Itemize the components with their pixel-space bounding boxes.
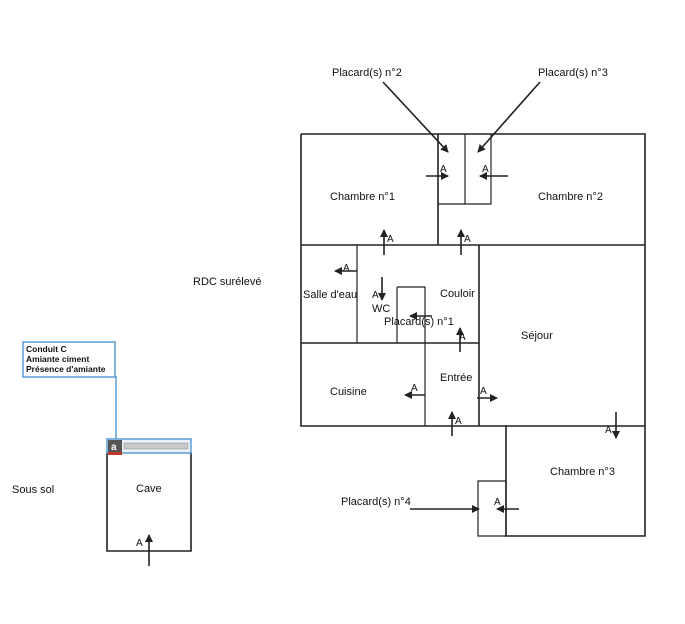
svg-text:A: A	[136, 538, 143, 549]
floor-label-rdc: RDC surélevé	[193, 276, 261, 288]
floor-label-sous-sol: Sous sol	[12, 484, 54, 496]
room-cave: Cave	[136, 483, 162, 495]
room-couloir: Couloir	[440, 288, 475, 300]
svg-text:A: A	[605, 425, 612, 436]
ground-floor-walls	[300, 133, 646, 537]
svg-text:A: A	[387, 234, 394, 245]
svg-text:A: A	[455, 416, 462, 427]
svg-text:A: A	[372, 290, 379, 301]
svg-text:A: A	[459, 332, 466, 343]
asbestos-note-line-2: Amiante ciment	[26, 354, 89, 364]
svg-text:A: A	[482, 164, 489, 175]
callout-placard-3: Placard(s) n°3	[538, 67, 608, 79]
room-sejour: Séjour	[521, 330, 553, 342]
svg-text:A: A	[494, 497, 501, 508]
room-chambre-1: Chambre n°1	[330, 191, 395, 203]
callout-placard-4: Placard(s) n°4	[341, 496, 411, 508]
cave-room: Cave A	[106, 452, 192, 566]
callout-arrow-placard-2	[382, 81, 449, 153]
room-chambre-2: Chambre n°2	[538, 191, 603, 203]
svg-text:A: A	[411, 383, 418, 394]
asbestos-note: Conduit C Amiante ciment Présence d'amia…	[22, 341, 116, 378]
room-chambre-3: Chambre n°3	[550, 466, 615, 478]
callout-placard-2: Placard(s) n°2	[332, 67, 402, 79]
asbestos-badge: a	[111, 442, 117, 453]
asbestos-element: a	[106, 438, 192, 455]
access-markers: A A A A A A A A A A A A	[334, 164, 620, 513]
asbestos-note-line-1: Conduit C	[26, 344, 67, 354]
room-placard-1: Placard(s) n°1	[384, 316, 454, 328]
svg-text:A: A	[343, 263, 350, 274]
callout-arrow-placard-3	[477, 81, 541, 153]
svg-text:A: A	[440, 164, 447, 175]
svg-text:A: A	[464, 234, 471, 245]
room-salle-eau: Salle d'eau	[303, 289, 357, 301]
asbestos-note-line-3: Présence d'amiante	[26, 364, 106, 374]
room-wc: WC	[372, 303, 390, 315]
room-entree: Entrée	[440, 372, 472, 384]
svg-text:A: A	[480, 386, 487, 397]
room-cuisine: Cuisine	[330, 386, 367, 398]
